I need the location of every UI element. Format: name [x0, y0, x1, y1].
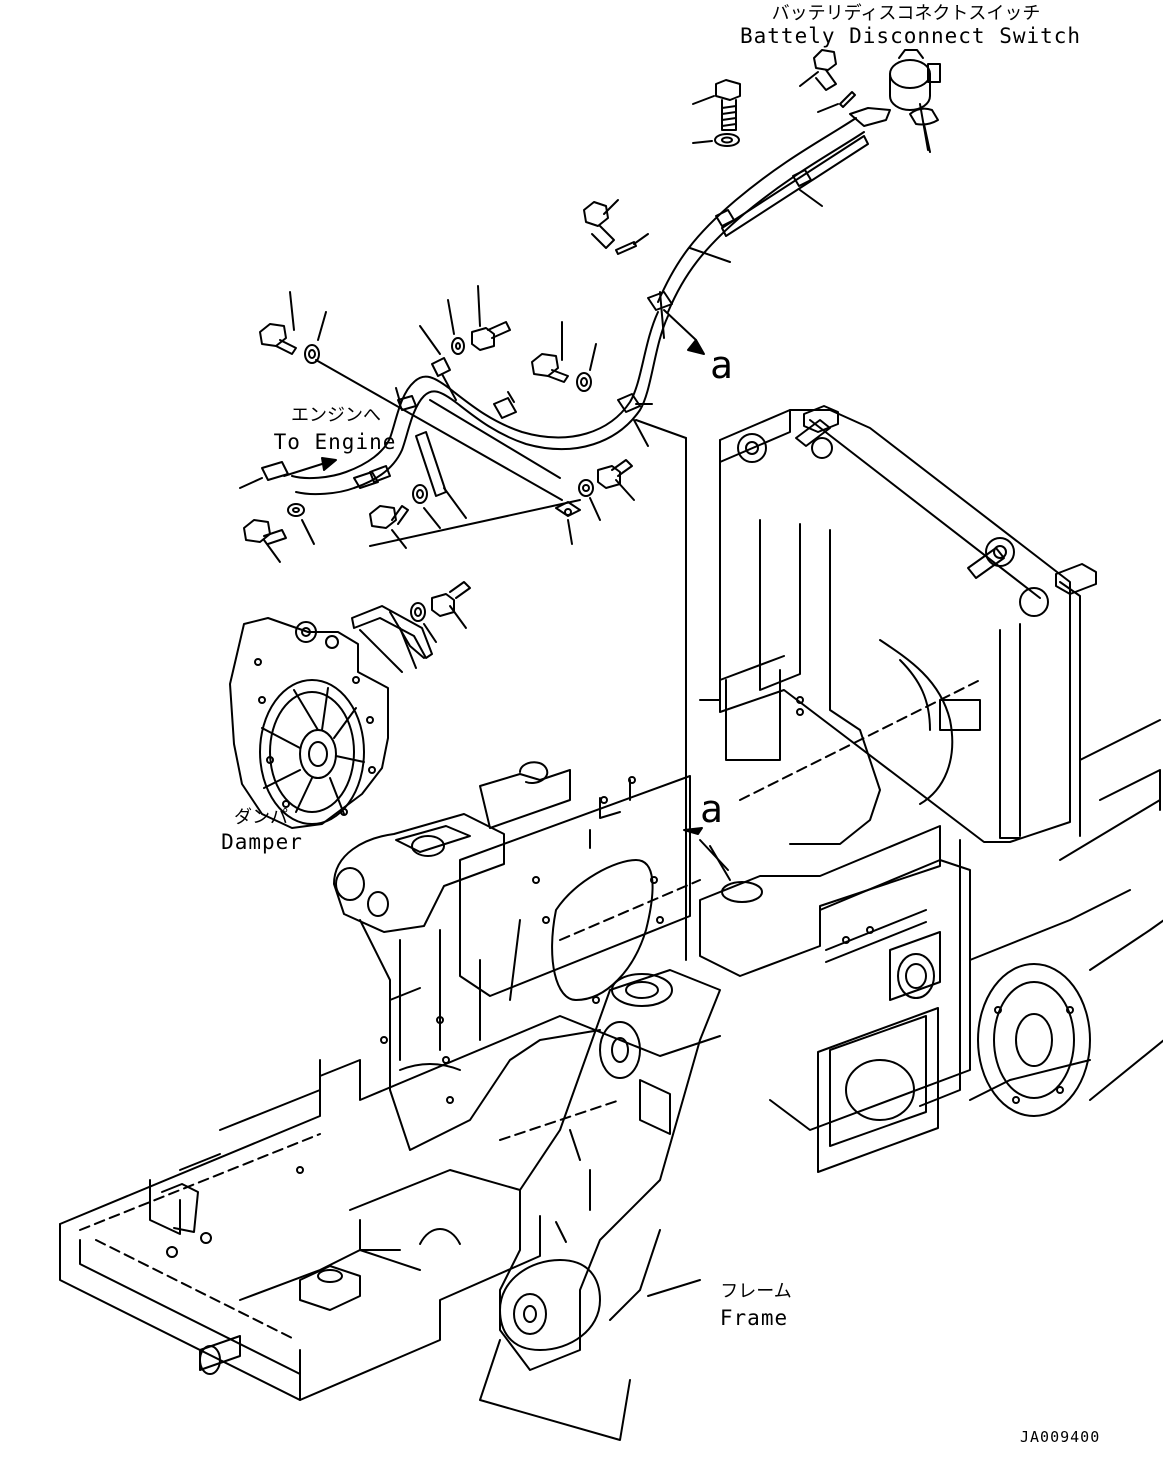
- lock-washer-top-2: [817, 91, 856, 113]
- bolt-cluster: [243, 285, 635, 563]
- frame-label-en: Frame: [719, 1306, 789, 1330]
- leader-lines: [635, 419, 687, 961]
- bolt-mid-1: [583, 199, 619, 249]
- drawing-code: JA009400: [1020, 1428, 1101, 1446]
- damper-bracket: [351, 499, 581, 673]
- engine-label-jp: エンジンへ: [291, 405, 381, 426]
- engine-arrow: [239, 457, 337, 489]
- battery-switch-label-jp: バッテリディスコネクトスイッチ: [771, 3, 1041, 24]
- callout-a-top: a: [710, 343, 733, 387]
- cable-terminal: [909, 107, 939, 153]
- ground-strap: [415, 431, 467, 519]
- bolt-top-1: [692, 79, 741, 131]
- battery-switch-label-en: Battely Disconnect Switch: [740, 24, 1082, 48]
- damper: [229, 617, 389, 829]
- callout-a-bottom: a: [700, 787, 723, 831]
- battery-cable-upper: [657, 107, 891, 313]
- lock-washer-mid-1: [615, 233, 649, 255]
- bolt-top-2: [799, 49, 837, 91]
- damper-label-en: Damper: [221, 830, 303, 854]
- frame: [59, 679, 1163, 1441]
- battery-disconnect-switch: [889, 49, 941, 151]
- radiator: [699, 405, 1097, 845]
- frame-label-leader: [647, 1279, 701, 1297]
- clamp-a: [647, 291, 705, 355]
- damper-label-jp: ダンパ: [234, 807, 288, 828]
- battery-cable-lower: [261, 311, 669, 496]
- washer-top-1: [692, 133, 740, 147]
- frame-label-jp: フレーム: [720, 1281, 792, 1302]
- engine-label-en: To Engine: [273, 430, 397, 454]
